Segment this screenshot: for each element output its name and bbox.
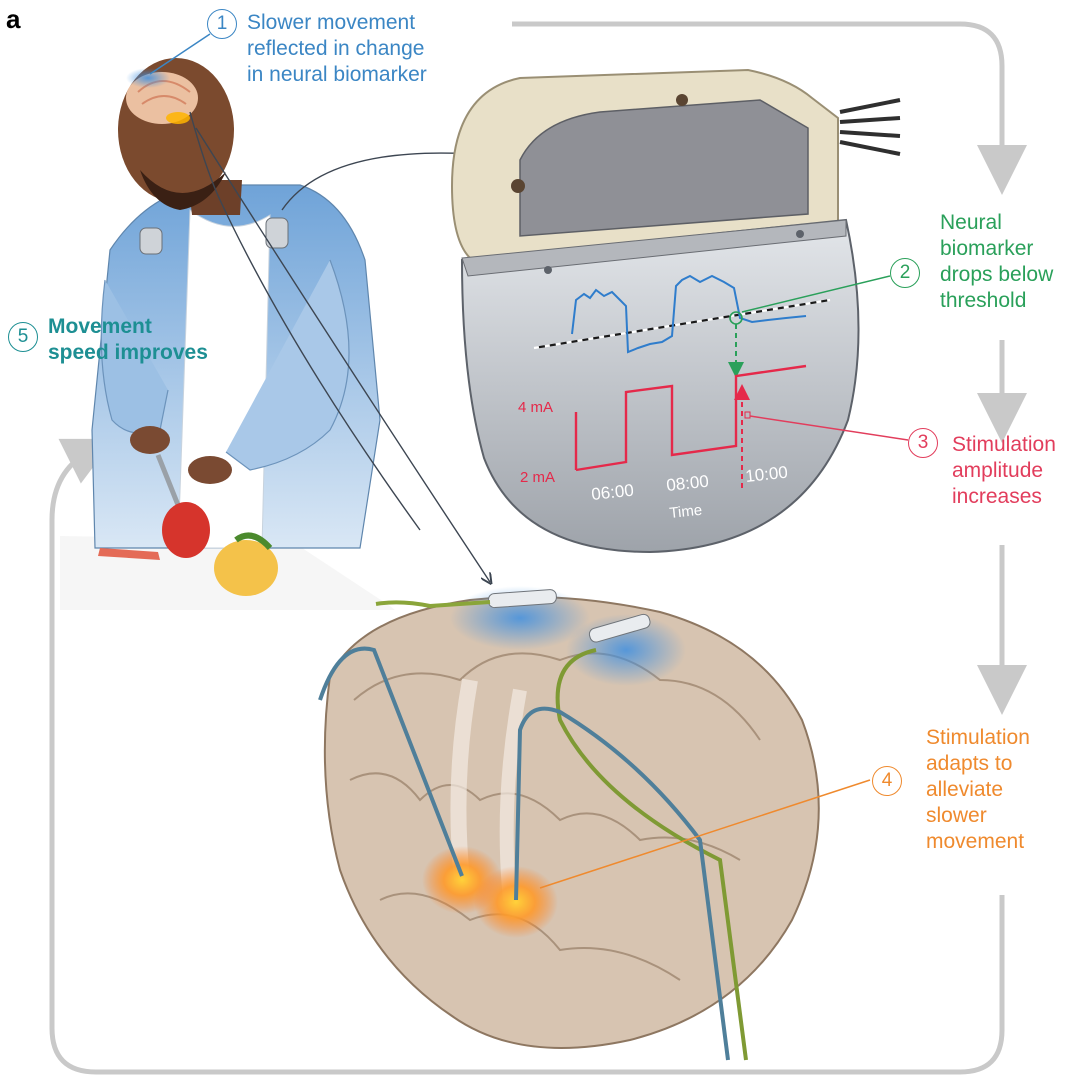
patient-illustration (60, 58, 421, 610)
step2-badge: 2 (890, 258, 920, 288)
step1-leader (149, 33, 211, 75)
step5-badge: 5 (8, 322, 38, 352)
step4-label: Stimulation adapts to alleviate slower m… (926, 726, 1030, 853)
x-axis-label: Time (669, 502, 703, 522)
brain-cross-section (318, 586, 820, 1061)
step4-leader (539, 779, 871, 889)
step3-badge: 3 (908, 428, 938, 458)
step2-label: Neural biomarker drops below threshold (940, 211, 1054, 312)
head-to-brain-arrow (195, 127, 490, 582)
step1-label: Slower movement reflected in change in n… (247, 11, 427, 86)
x-tick-0600: 06:00 (590, 481, 634, 504)
implanted-device: 4 mA 2 mA 06:00 08:00 10:00 Time (450, 68, 901, 554)
step1-badge: 1 (207, 9, 237, 39)
loop-arrow (49, 21, 1027, 1075)
panel-label: a (6, 4, 21, 34)
step3-label: Stimulation amplitude increases (952, 433, 1056, 508)
x-tick-0800: 08:00 (665, 472, 709, 495)
x-tick-1000: 10:00 (744, 463, 788, 486)
y-tick-4ma: 4 mA (518, 399, 553, 416)
step4-badge: 4 (872, 766, 902, 796)
step3-leader (749, 415, 909, 441)
step5-label: Movement speed improves (48, 315, 208, 364)
step2-leader (741, 275, 891, 313)
y-tick-2ma: 2 mA (520, 469, 555, 486)
